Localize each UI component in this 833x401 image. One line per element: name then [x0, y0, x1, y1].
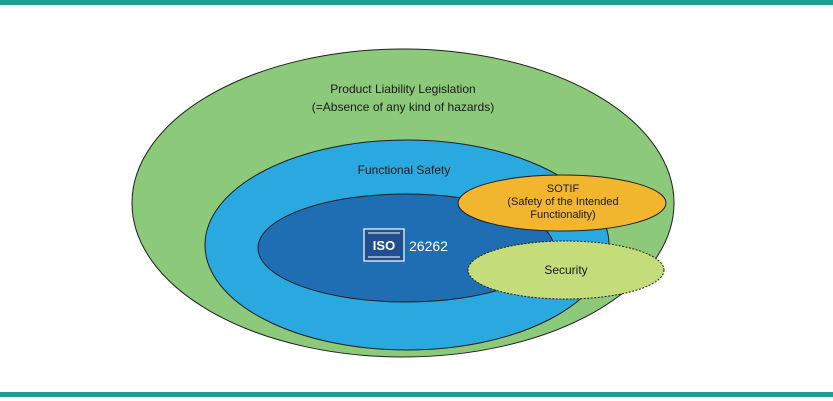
- iso-number: 26262: [409, 238, 448, 254]
- security-label: Security: [544, 263, 587, 277]
- sotif-subtitle-2: Functionality): [530, 209, 595, 221]
- security-ellipse: [467, 240, 665, 300]
- top-rule: [0, 0, 833, 5]
- sotif-subtitle-1: (Safety of the Intended: [507, 196, 618, 208]
- sotif-ellipse: [457, 174, 667, 232]
- product-liability-title: Product Liability Legislation: [330, 82, 475, 96]
- sotif-title: SOTIF: [547, 183, 580, 195]
- iso-logo-text: ISO: [373, 238, 395, 253]
- bottom-rule: [0, 392, 833, 397]
- iso-logo-icon: ISO: [363, 228, 405, 262]
- product-liability-subtitle: (=Absence of any kind of hazards): [312, 100, 494, 114]
- functional-safety-label: Functional Safety: [358, 163, 451, 177]
